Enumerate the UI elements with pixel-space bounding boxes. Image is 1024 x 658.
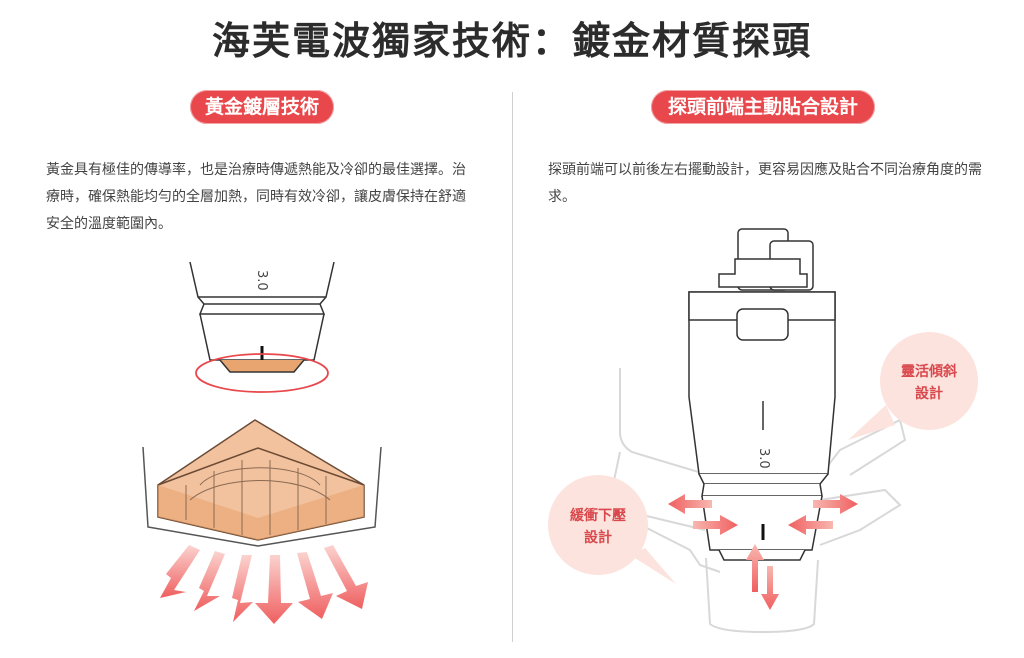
adaptive-tip-badge: 探頭前端主動貼合設計 bbox=[651, 90, 875, 124]
right-probe-label: 3.0 bbox=[756, 448, 771, 469]
movement-arrows bbox=[668, 494, 858, 610]
tilt-design-bubble bbox=[848, 332, 978, 440]
gold-coating-badge: 黃金鍍層技術 bbox=[190, 90, 334, 124]
heat-transfer-arrows bbox=[160, 545, 368, 624]
small-probe-icon bbox=[189, 261, 335, 393]
tilt-design-label: 靈活傾斜 設計 bbox=[901, 364, 957, 402]
gold-coating-description: 黃金具有極佳的傳導率，也是治療時傳遞熱能及冷卻的最佳選擇。治療時，確保熱能均勻的… bbox=[46, 162, 466, 232]
press-design-label: 緩衝下壓 設計 bbox=[570, 508, 626, 546]
main-probe-icon bbox=[688, 228, 836, 561]
panel-divider bbox=[512, 92, 513, 642]
left-probe-label: 3.0 bbox=[254, 270, 269, 291]
adaptive-tip-description: 探頭前端可以前後左右擺動設計，更容易因應及貼合不同治療角度的需求。 bbox=[548, 162, 982, 205]
gold-tip-illustration bbox=[142, 419, 382, 547]
page-title: 海芙電波獨家技術：鍍金材質探頭 bbox=[211, 19, 812, 63]
press-design-bubble bbox=[548, 475, 676, 584]
